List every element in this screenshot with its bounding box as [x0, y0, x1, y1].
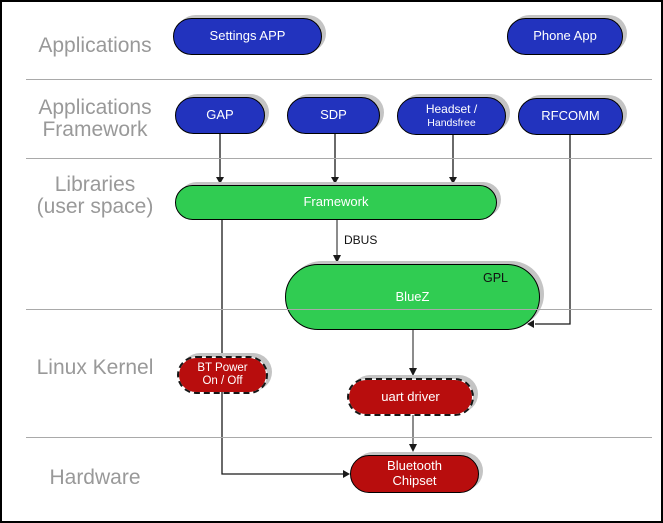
divider-framework-libraries: [26, 158, 652, 159]
dbus-edge-label: DBUS: [344, 233, 378, 247]
node-headset-handsfree: Headset / Handsfree: [397, 97, 506, 135]
node-sdp: SDP: [287, 97, 380, 134]
node-rfcomm: RFCOMM: [518, 98, 623, 135]
layer-label-text: Applications: [38, 96, 152, 119]
layer-label-text: Applications: [38, 34, 152, 57]
node-label: uart driver: [381, 388, 440, 404]
divider-applications-framework: [26, 79, 652, 80]
divider-libraries-kernel: [26, 309, 652, 310]
layer-label-text: Linux Kernel: [36, 356, 154, 379]
node-label: GAP: [206, 107, 234, 123]
layer-label-linux-kernel: Linux Kernel: [10, 357, 180, 379]
node-label: On / Off: [202, 375, 243, 387]
node-settings-app: Settings APP: [173, 18, 322, 55]
node-label: Phone App: [533, 28, 597, 44]
node-framework: Framework: [175, 185, 497, 220]
node-label: BlueZ: [395, 288, 430, 304]
node-label: Handsfree: [427, 116, 476, 129]
layer-label-text: Hardware: [49, 466, 141, 489]
node-label: BT Power: [197, 361, 248, 374]
layer-label-libraries: Libraries (user space): [10, 174, 180, 218]
divider-kernel-hardware: [26, 437, 652, 438]
layer-label-text: Libraries: [54, 173, 136, 196]
node-phone-app: Phone App: [507, 18, 623, 55]
node-label: SDP: [320, 107, 347, 123]
layer-label-text: (user space): [36, 195, 154, 218]
layer-label-app-framework: Applications Framework: [10, 97, 180, 141]
layer-label-text: Framework: [42, 118, 148, 141]
layer-label-applications: Applications: [10, 35, 180, 57]
node-label: Bluetooth: [387, 458, 442, 474]
node-bluetooth-chipset: Bluetooth Chipset: [350, 455, 479, 493]
node-label: RFCOMM: [541, 108, 600, 124]
node-label: Chipset: [392, 473, 437, 488]
gpl-license-label: GPL: [483, 271, 509, 285]
node-bt-power-on-off: BT Power On / Off: [177, 356, 268, 394]
node-label: Framework: [303, 194, 369, 210]
node-bluez: BlueZ: [285, 264, 540, 330]
layer-label-hardware: Hardware: [10, 467, 180, 489]
node-uart-driver: uart driver: [347, 378, 474, 416]
node-label: Headset /: [425, 102, 478, 117]
node-gap: GAP: [175, 97, 265, 134]
node-label: Settings APP: [209, 28, 286, 44]
